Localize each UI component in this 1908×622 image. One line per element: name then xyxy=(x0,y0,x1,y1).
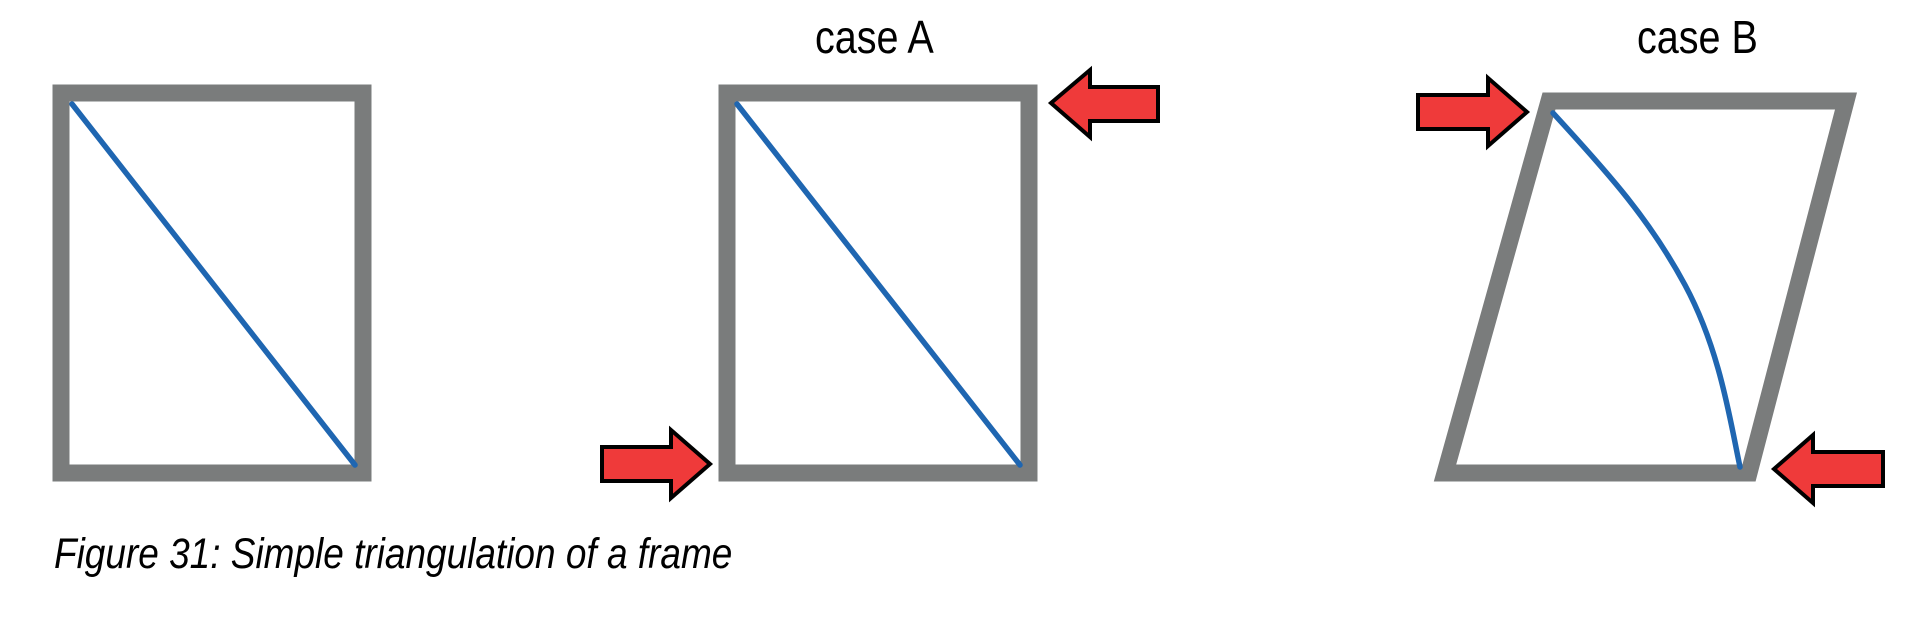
case-a-label: case A xyxy=(815,11,934,63)
frame-outline xyxy=(52,84,372,482)
load-arrow-left xyxy=(1770,430,1885,508)
load-arrow-right xyxy=(1416,73,1531,151)
diagonal-brace xyxy=(69,101,358,468)
load-arrow-right xyxy=(600,425,714,503)
frame-case-b xyxy=(1416,73,1885,508)
frame-plain xyxy=(52,84,372,482)
frame-outline xyxy=(718,84,1038,482)
diagonal-brace-buckled xyxy=(1550,110,1743,470)
figure-caption: Figure 31: Simple triangulation of a fra… xyxy=(54,530,733,578)
diagonal-brace xyxy=(734,101,1023,468)
load-arrow-left xyxy=(1047,65,1160,142)
case-b-label: case B xyxy=(1637,11,1758,63)
frame-outline xyxy=(1433,92,1858,482)
frame-case-a xyxy=(600,65,1160,503)
